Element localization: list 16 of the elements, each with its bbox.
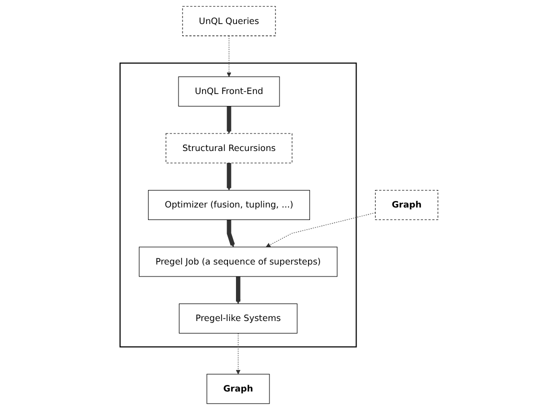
arrow <box>226 220 235 248</box>
node-box: UnQL Queries <box>182 6 276 36</box>
node-box: UnQL Front-End <box>178 76 280 106</box>
arrow <box>226 36 232 77</box>
node-box: Graph <box>206 374 270 404</box>
arrow <box>236 332 241 374</box>
cluster <box>120 62 357 348</box>
arrow <box>236 276 241 304</box>
node-box: Pregel-like Systems <box>178 304 298 334</box>
arrow <box>266 212 376 248</box>
node-box: Optimizer (fusion, tupling, ...) <box>148 190 310 220</box>
arrow <box>226 162 232 190</box>
node-box: Graph <box>375 190 438 220</box>
arrow <box>226 106 232 134</box>
node-box: Pregel Job (a sequence of supersteps) <box>138 246 338 277</box>
node-box: Structural Recursions <box>166 133 292 164</box>
